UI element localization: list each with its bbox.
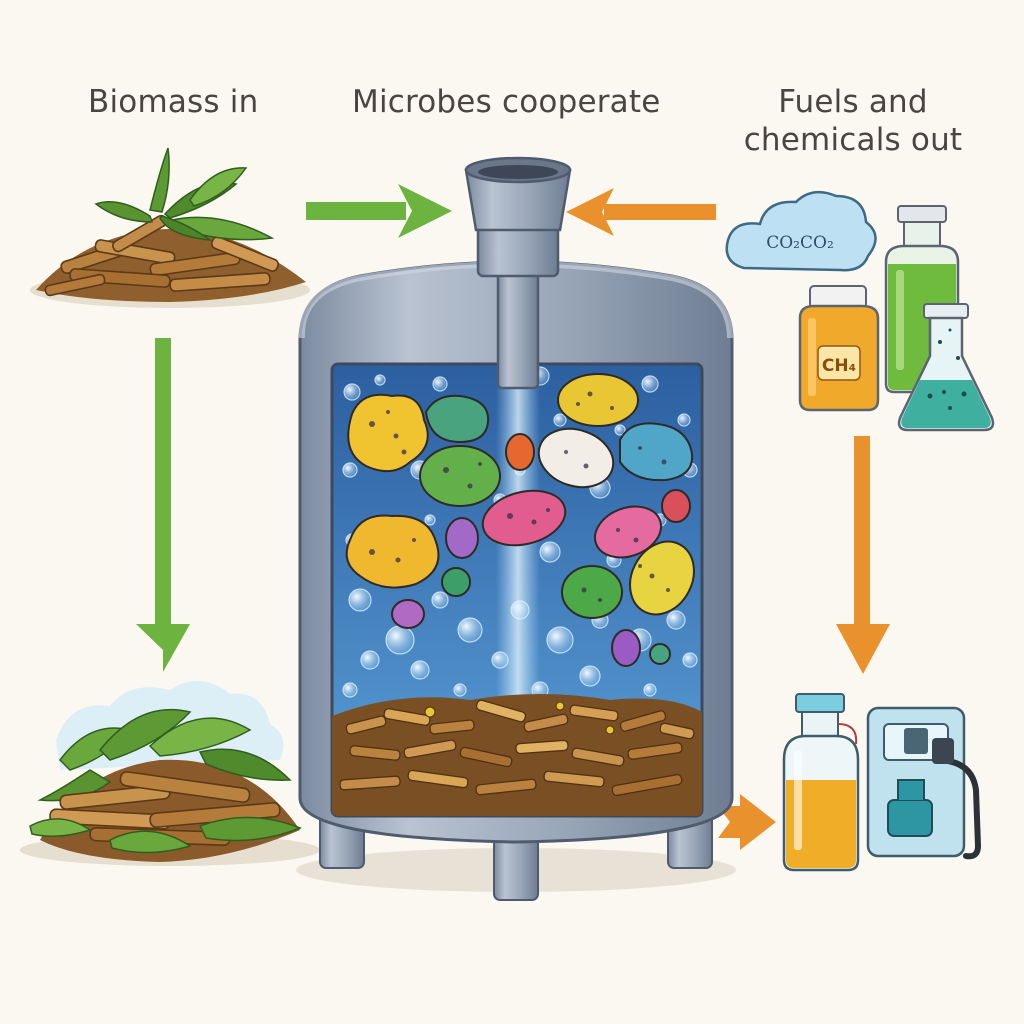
erlenmeyer-flask-icon xyxy=(897,303,995,432)
biomass-in-label: Biomass in xyxy=(88,84,259,120)
microbes-cooperate-label: Microbes cooperate xyxy=(352,84,661,120)
products-label-line1: Fuels and xyxy=(778,84,928,120)
gas-cloud-icon: CO₂CO₂ xyxy=(725,190,877,272)
arrow-reactor-to-fuel xyxy=(718,794,776,850)
fuels-chemicals-out-label: Fuels and chemicals out xyxy=(738,84,968,160)
bioreactor-tank-icon xyxy=(296,156,736,901)
arrow-products-to-reactor xyxy=(566,188,716,236)
arrow-products-down xyxy=(836,436,890,674)
methane-jar-label: CH₄ xyxy=(822,356,856,376)
fuel-bottle-icon xyxy=(782,693,860,872)
wood-chips-with-leaves-icon xyxy=(30,147,310,308)
arrow-biomass-to-reactor xyxy=(306,184,452,238)
plant-residue-icon xyxy=(20,680,320,866)
gas-cloud-text: CO₂CO₂ xyxy=(766,233,834,253)
arrow-biomass-down xyxy=(136,338,190,672)
methane-jar-icon: CH₄ xyxy=(798,285,880,412)
products-label-line2: chemicals out xyxy=(743,121,963,158)
fuel-pump-icon xyxy=(866,706,982,860)
